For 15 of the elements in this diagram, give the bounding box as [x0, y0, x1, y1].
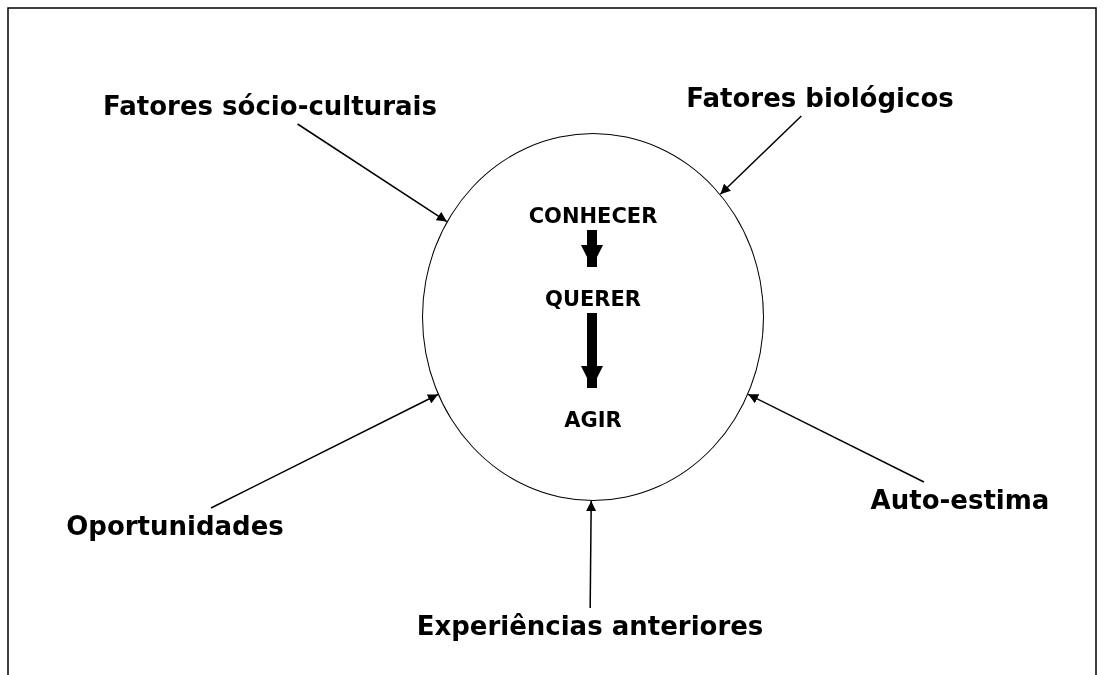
factor-label: Oportunidades — [40, 508, 310, 544]
arrow — [747, 393, 925, 483]
arrow — [581, 230, 603, 267]
arrow — [586, 500, 597, 609]
factor-label: QUERER — [523, 284, 663, 314]
factor-label: Fatores biológicos — [630, 80, 1010, 116]
arrow — [296, 123, 448, 223]
arrow — [210, 393, 439, 509]
factor-label: Auto-estima — [845, 482, 1075, 518]
arrow — [719, 115, 803, 195]
factor-label: AGIR — [553, 405, 633, 435]
factor-label: CONHECER — [503, 201, 683, 231]
factor-label: Experiências anteriores — [400, 608, 780, 644]
arrow — [581, 313, 603, 388]
factor-label: Fatores sócio-culturais — [70, 88, 470, 124]
